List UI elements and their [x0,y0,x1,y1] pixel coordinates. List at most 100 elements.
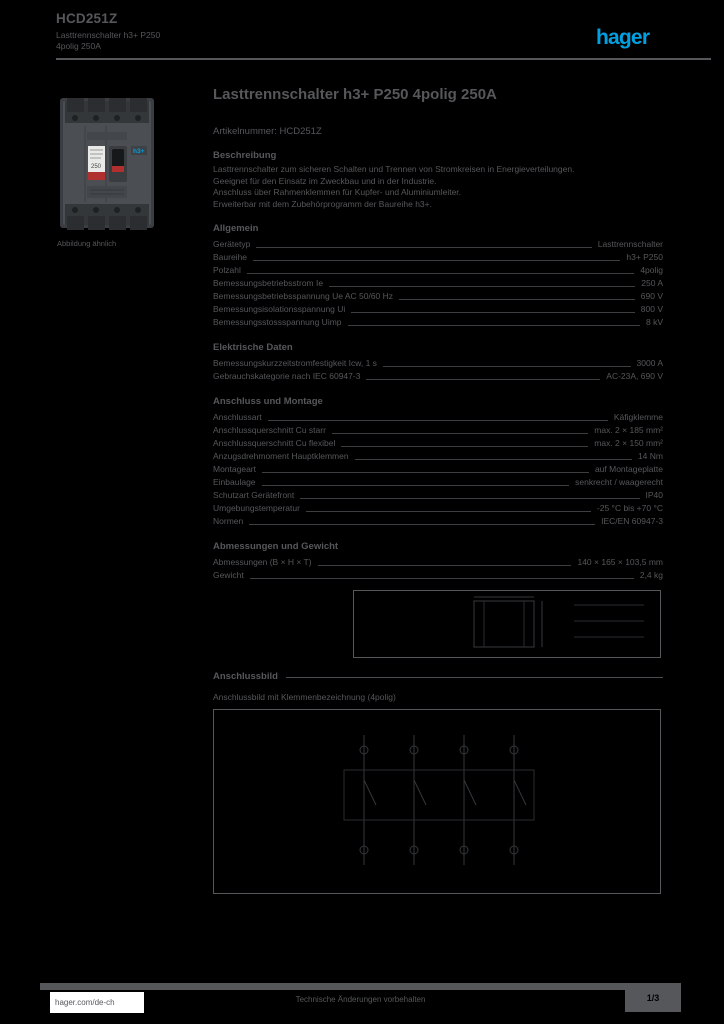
website-link[interactable]: hager.com/de-ch [50,992,144,1013]
spec-row: Montageart auf Montageplatte [213,463,663,476]
spec-value: 3000 A [636,358,663,368]
spec-label: Bemessungsbetriebsspannung Ue AC 50/60 H… [213,291,394,301]
spec-section: Elektrische Daten Bemessungskurzzeitstro… [213,342,663,383]
spec-value: 8 kV [645,317,663,327]
spec-row: Bemessungsstossspannung Uimp 8 kV [213,316,663,329]
spec-value: IP40 [645,490,664,500]
connection-drawing [213,709,661,894]
spec-value: max. 2 × 185 mm² [594,425,663,435]
spec-label: Abmessungen (B × H × T) [213,557,312,567]
footer-divider [40,983,681,990]
spec-row: Bemessungskurzzeitstromfestigkeit Icw, 1… [213,357,663,370]
section-heading: Elektrische Daten [213,342,293,353]
spec-value: 14 Nm [637,451,663,461]
spec-value: h3+ P250 [626,252,663,262]
heading-rule [285,676,663,678]
leader-line [354,459,632,460]
spec-value: senkrecht / waagerecht [575,477,663,487]
spec-value: 800 V [640,304,663,314]
spec-row: Abmessungen (B × H × T) 140 × 165 × 103,… [213,556,663,569]
spec-row: Bemessungsisolationsspannung Ui 800 V [213,303,663,316]
bottom-terminals [65,204,149,230]
toggle-handle [109,146,127,182]
spec-value: 140 × 165 × 103,5 mm [577,557,663,567]
spec-value: AC-23A, 690 V [606,371,663,381]
section-heading: Allgemein [213,223,259,234]
top-terminals [65,98,149,123]
leader-line [256,247,592,248]
spec-label: Anschlussart [213,412,262,422]
page-number-badge: 1/3 [625,983,681,1012]
spec-label: Bemessungsisolationsspannung Ui [213,304,346,314]
product-description: Lasttrennschalter zum sicheren Schalten … [213,164,663,210]
spec-label: Montageart [213,464,256,474]
svg-text:h3+: h3+ [133,148,145,155]
spec-row: Gebrauchskategorie nach IEC 60947-3 AC-2… [213,370,663,383]
leader-line [249,524,596,525]
section-heading: Anschluss und Montage [213,396,323,407]
leader-line [341,446,589,447]
spec-row: Schutzart Gerätefront IP40 [213,489,663,502]
leader-line [351,312,635,313]
description-heading: Beschreibung [213,150,277,161]
description-line: Erweiterbar mit dem Zubehörprogramm der … [213,198,432,209]
leader-line [249,578,634,579]
section-heading: Anschlussbild [213,671,278,682]
spec-label: Normen [213,516,244,526]
spec-label: Anzugsdrehmoment Hauptklemmen [213,451,349,461]
spec-label: Anschlussquerschnitt Cu flexibel [213,438,336,448]
section-heading: Abmessungen und Gewicht [213,541,339,552]
spec-value: max. 2 × 150 mm² [594,438,663,448]
product-photo: 250 h3+ [57,92,159,234]
spec-section: Anschluss und Montage Anschlussart Käfig… [213,396,663,528]
leader-line [246,273,635,274]
leader-line [267,420,608,421]
spec-rows: Abmessungen (B × H × T) 140 × 165 × 103,… [213,556,663,582]
leader-line [399,299,635,300]
spec-section: Abmessungen und Gewicht Abmessungen (B ×… [213,541,663,658]
spec-label: Polzahl [213,265,241,275]
description-line: Lasttrennschalter zum sicheren Schalten … [213,164,575,174]
leader-line [253,260,621,261]
leader-line [382,366,631,367]
article-number: Artikelnummer: HCD251Z [213,126,322,137]
leader-line [262,472,589,473]
mccb-illustration: 250 h3+ [60,98,154,230]
spec-section: Anschlussbild Anschlussbild mit Klemmenb… [213,671,663,894]
description-line: Anschluss über Rahmenklemmen für Kupfer-… [213,187,462,197]
leader-line [305,511,591,512]
page-title: Lasttrennschalter h3+ P250 4polig 250A [213,86,497,103]
spec-row: Anschlussquerschnitt Cu flexibel max. 2 … [213,437,663,450]
h3-badge: h3+ [131,146,147,155]
leader-line [331,433,589,434]
header-divider [56,58,711,60]
spec-value: 250 A [641,278,663,288]
spec-row: Bemessungsbetriebsspannung Ue AC 50/60 H… [213,290,663,303]
spec-section: Allgemein Gerätetyp Lasttrennschalter Ba… [213,223,663,329]
rating-text: 250 [91,164,102,170]
spec-row: Anschlussquerschnitt Cu starr max. 2 × 1… [213,424,663,437]
spec-label: Gebrauchskategorie nach IEC 60947-3 [213,371,361,381]
spec-value: 690 V [640,291,663,301]
product-reference: HCD251Z [56,11,118,26]
leader-line [329,286,636,287]
spec-row: Anzugsdrehmoment Hauptklemmen 14 Nm [213,450,663,463]
spec-row: Anschlussart Käfigklemme [213,411,663,424]
spec-value: -25 °C bis +70 °C [596,503,663,513]
spec-label: Gewicht [213,570,244,580]
spec-value: auf Montageplatte [594,464,663,474]
spec-row: Bemessungsbetriebsstrom Ie 250 A [213,277,663,290]
spec-sections: Allgemein Gerätetyp Lasttrennschalter Ba… [213,223,663,894]
spec-value: 2,4 kg [639,570,663,580]
spec-row: Baureihe h3+ P250 [213,251,663,264]
spec-label: Bemessungsstossspannung Uimp [213,317,342,327]
spec-label: Bemessungskurzzeitstromfestigkeit Icw, 1… [213,358,377,368]
rating-label: 250 [88,146,105,180]
dimension-drawing [353,590,661,658]
spec-label: Bemessungsbetriebsstrom Ie [213,278,324,288]
leader-line [300,498,640,499]
spec-value: IEC/EN 60947-3 [601,516,663,526]
spec-row: Normen IEC/EN 60947-3 [213,515,663,528]
spec-rows: Bemessungskurzzeitstromfestigkeit Icw, 1… [213,357,663,383]
